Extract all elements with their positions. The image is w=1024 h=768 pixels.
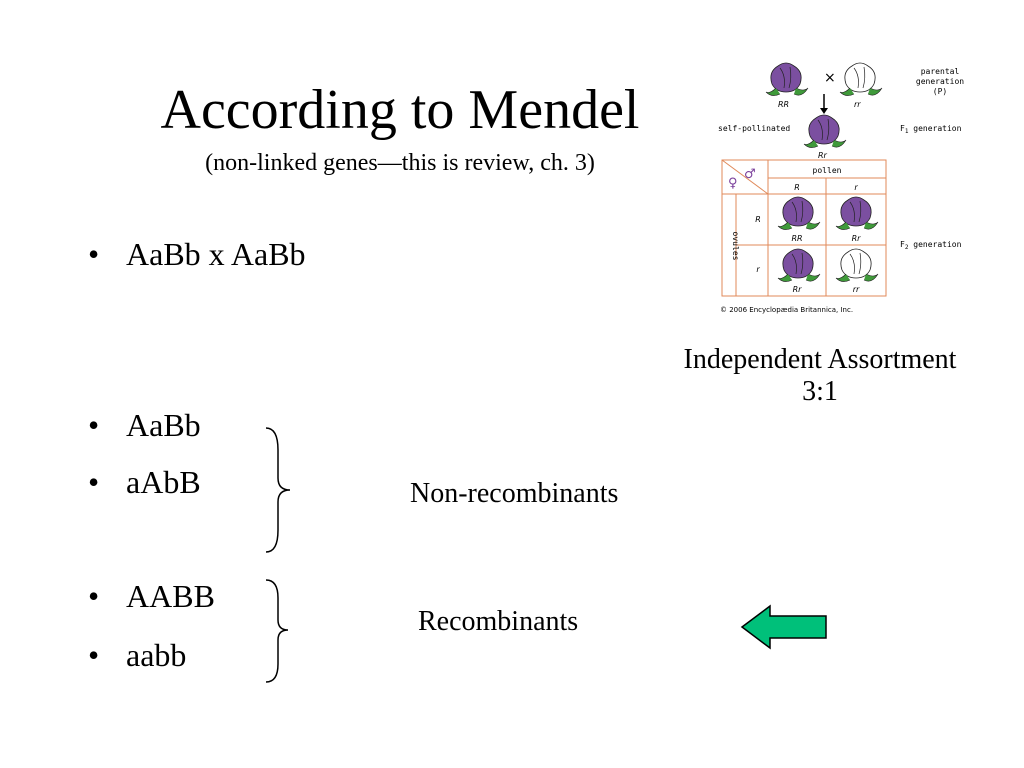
purple-flower-icon	[765, 62, 809, 97]
parental-label-1: parental	[921, 67, 960, 76]
cell-rr2-flower-icon	[835, 196, 879, 231]
cell-genotype: Rr	[793, 285, 803, 294]
f1-letter: F	[900, 124, 905, 133]
cell-genotype: Rr	[852, 234, 862, 243]
f2-generation-label: F2 generation	[900, 240, 962, 251]
ovules-label: ovules	[731, 232, 740, 261]
f2-subscript: 2	[905, 244, 909, 251]
copyright-text: © 2006 Encyclopædia Britannica, Inc.	[720, 306, 853, 314]
row-r-recessive: r	[756, 265, 760, 274]
f1-genotype: Rr	[818, 151, 828, 160]
ratio-label: 3:1	[802, 376, 838, 407]
cell-rr3-flower-icon	[777, 248, 821, 283]
parent-left-genotype: RR	[778, 100, 789, 109]
female-symbol: ♀	[728, 176, 738, 191]
bullet-text: aAbB	[126, 464, 201, 500]
white-flower-icon	[839, 62, 883, 97]
row-r-dominant: R	[755, 215, 761, 224]
cell-genotype: RR	[791, 234, 802, 243]
f2-letter: F	[900, 240, 905, 249]
cross-symbol: ×	[824, 70, 836, 86]
bullet-marker: •	[88, 637, 100, 673]
f1-generation-label: F1 generation	[900, 124, 962, 135]
bullet-text: AABB	[126, 578, 215, 614]
bullet-marker: •	[88, 407, 100, 443]
bullet-aabb-4: • aabb	[88, 635, 186, 675]
independent-assortment-label: Independent Assortment	[683, 344, 957, 375]
mendel-cross-diagram: × RR rr parental generation (P) self-pol…	[718, 62, 964, 314]
pollen-label: pollen	[813, 166, 842, 175]
self-pollinated-label: self-pollinated	[718, 124, 790, 133]
bullet-aabb-2: • aAbB	[88, 462, 201, 502]
recombinant-brace	[265, 579, 289, 683]
cell-genotype: rr	[853, 285, 860, 294]
bullet-aabb-3: • AABB	[88, 576, 215, 616]
column-r-recessive: r	[854, 183, 858, 192]
bullet-marker: •	[88, 578, 100, 614]
f1-subscript: 1	[905, 128, 909, 135]
parent-right-genotype: rr	[854, 100, 861, 109]
cell-rr4-flower-icon	[835, 248, 879, 283]
bullet-marker: •	[88, 464, 100, 500]
parental-label-2: generation	[916, 77, 964, 86]
male-symbol: ♂	[744, 167, 756, 182]
f1-flower-icon	[803, 114, 847, 149]
bullet-marker: •	[88, 236, 100, 272]
bullet-text: AaBb	[126, 407, 201, 443]
down-arrow-icon	[820, 108, 828, 114]
nonrecombinants-label: Non-recombinants	[410, 478, 619, 509]
f1-generation-word: generation	[908, 124, 961, 133]
bullet-cross: • AaBb x AaBb	[88, 234, 306, 274]
slide-subtitle: (non-linked genes—this is review, ch. 3)	[205, 150, 595, 176]
bullet-text: AaBb x AaBb	[126, 236, 306, 272]
bullet-text: aabb	[126, 637, 187, 673]
bullet-aabb-1: • AaBb	[88, 405, 201, 445]
column-r-dominant: R	[794, 183, 800, 192]
cell-rr-flower-icon	[777, 196, 821, 231]
nonrecombinant-brace	[265, 427, 291, 553]
left-arrow-icon	[740, 604, 827, 650]
slide-title: According to Mendel	[160, 79, 640, 141]
punnett-grid	[721, 159, 887, 297]
f2-generation-word: generation	[908, 240, 961, 249]
parental-label-3: (P)	[933, 87, 947, 96]
recombinants-label: Recombinants	[418, 606, 579, 637]
